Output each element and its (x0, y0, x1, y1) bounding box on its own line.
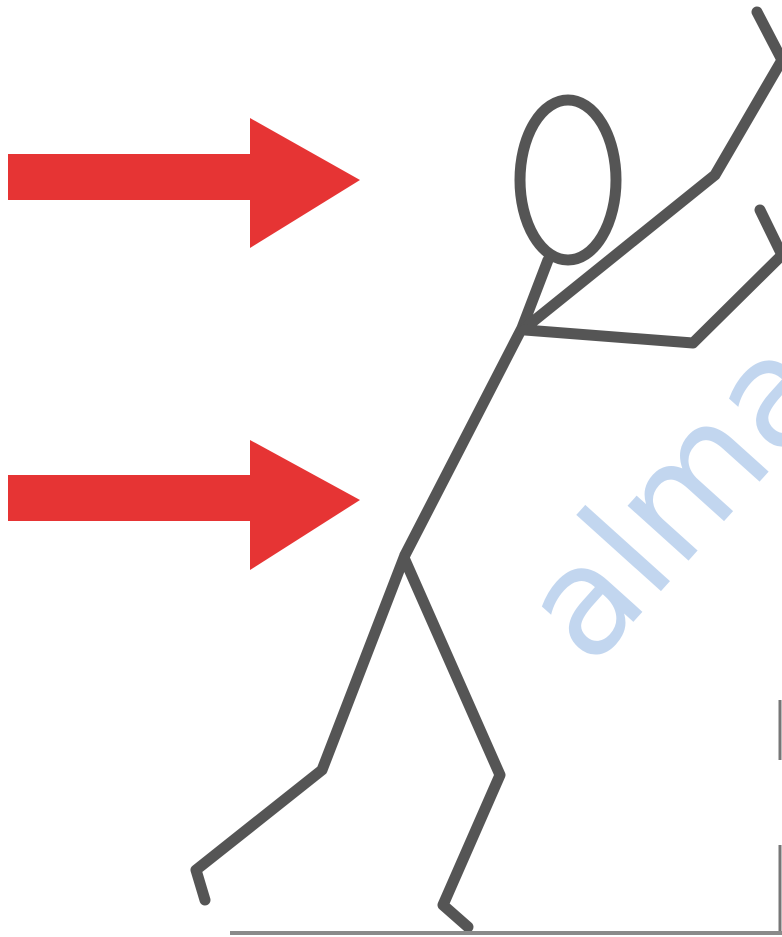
arrow-bottom-shaft (8, 475, 258, 521)
arrow-top-shaft (8, 154, 258, 200)
